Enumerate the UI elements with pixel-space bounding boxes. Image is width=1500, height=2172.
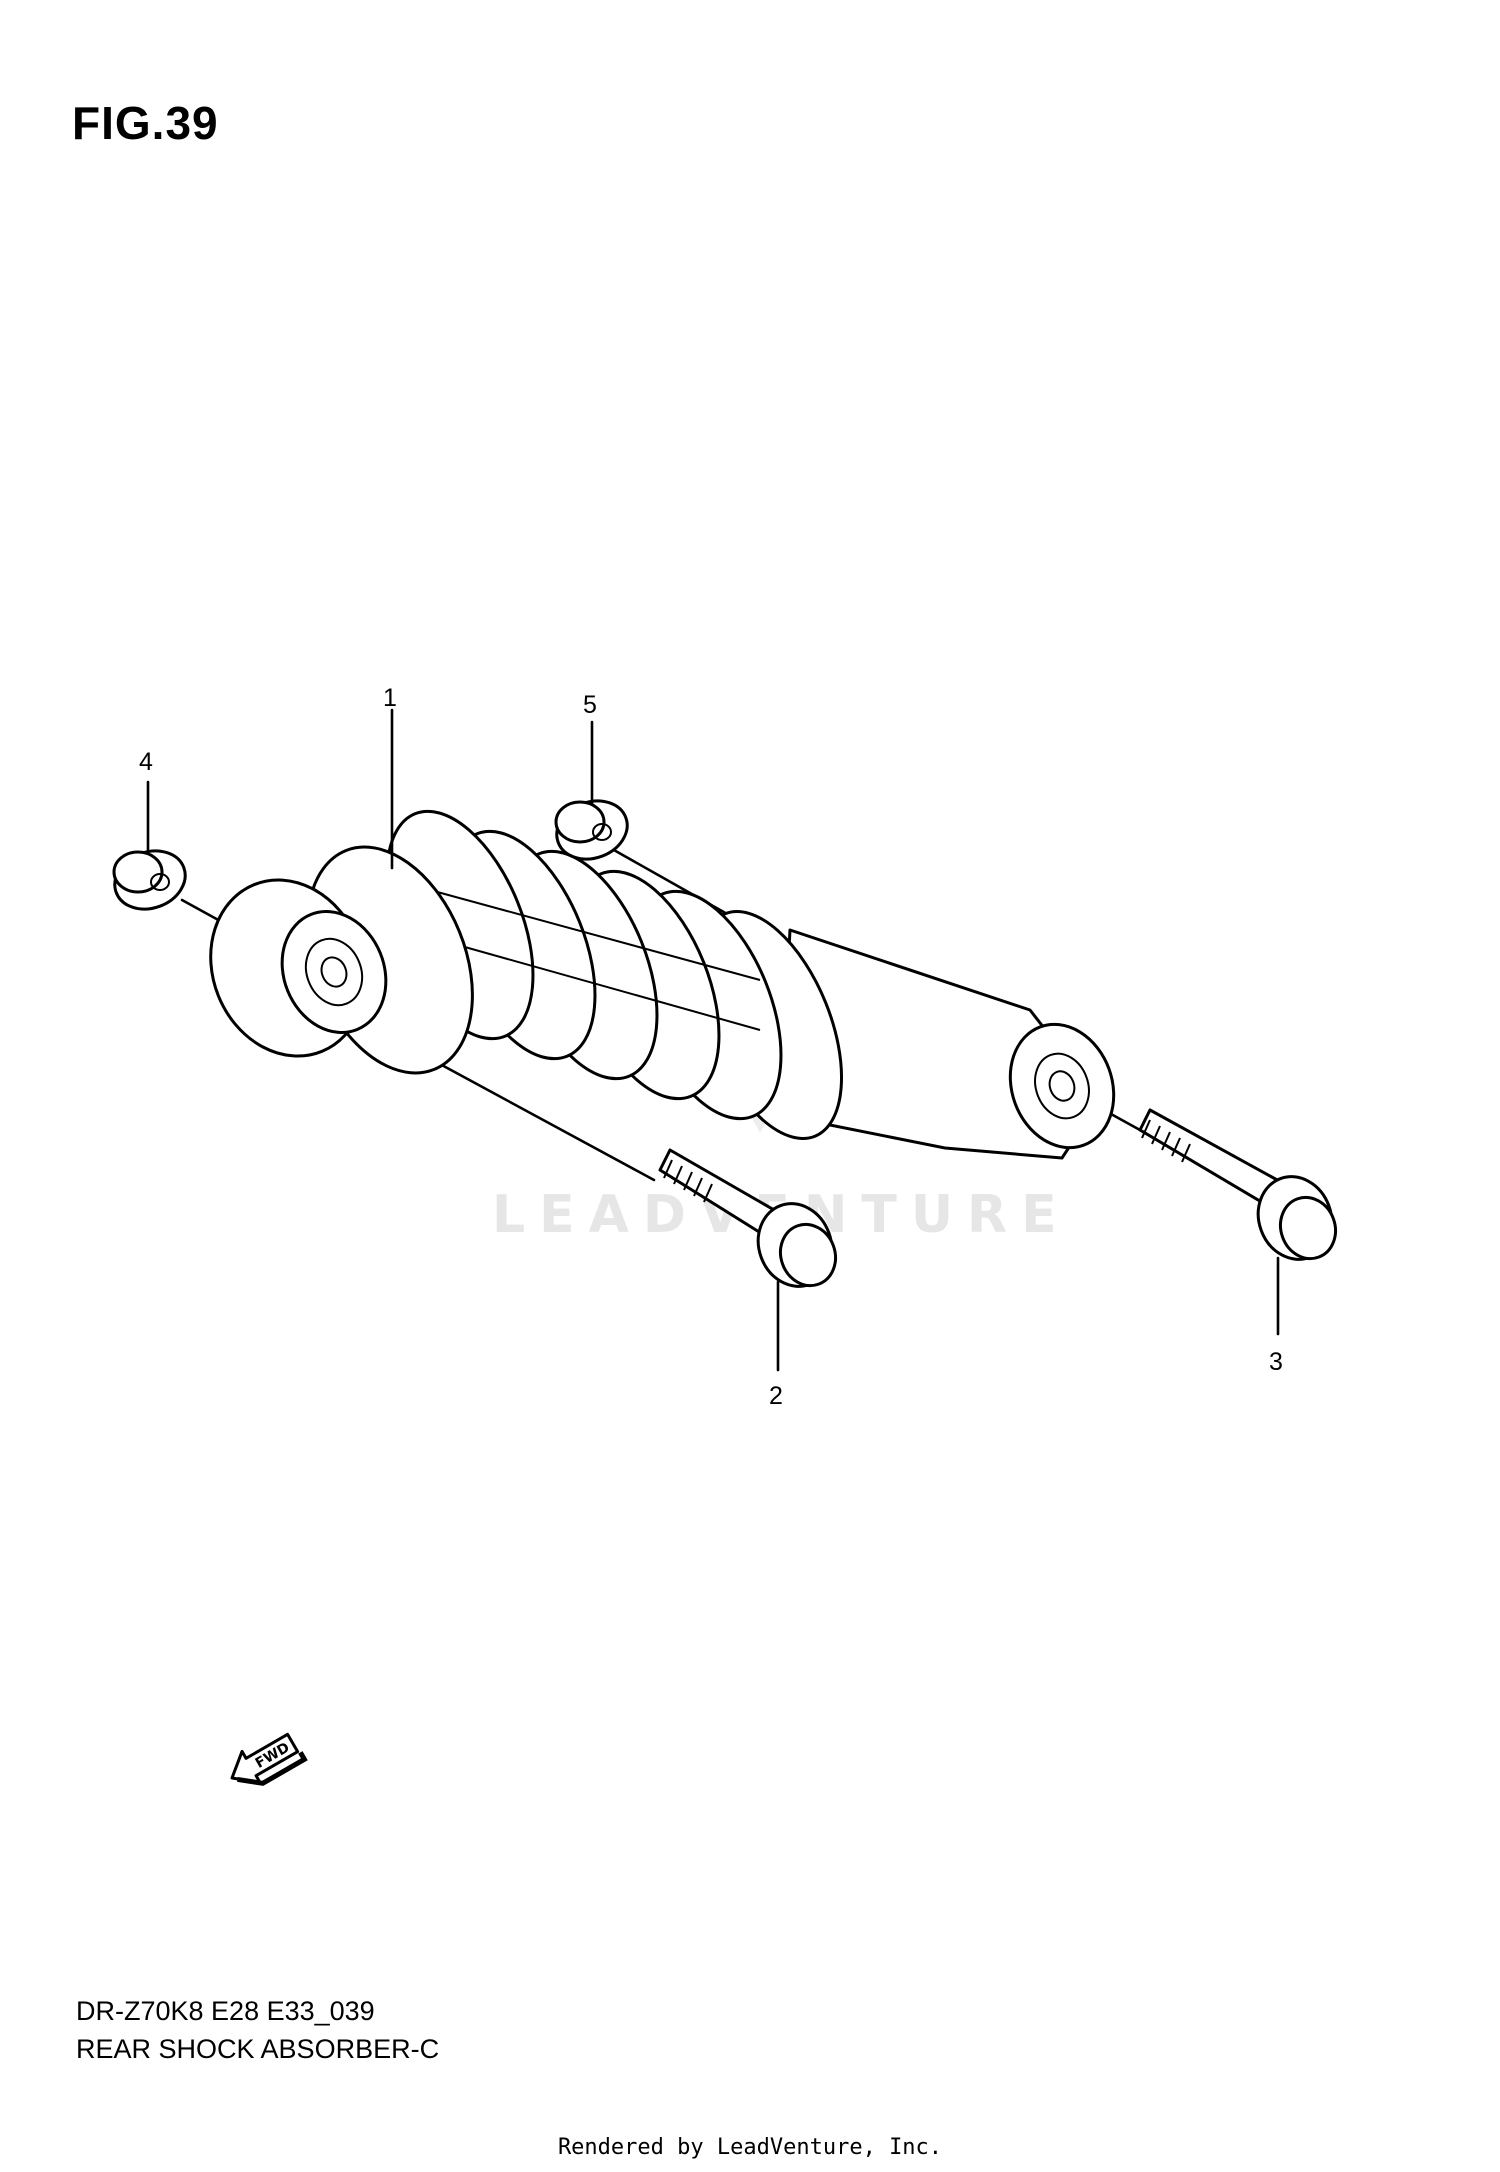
- flange-nut-4: [112, 849, 187, 911]
- callout-1: 1: [383, 684, 397, 870]
- callout-4: 4: [139, 748, 153, 854]
- callout-2: 2: [769, 1280, 783, 1410]
- figure-title: FIG.39: [72, 97, 219, 149]
- flange-nut-5: [554, 799, 629, 861]
- callout-label-2: 2: [769, 1382, 783, 1410]
- callout-label-4: 4: [139, 748, 153, 776]
- rear-shock-absorber: [209, 809, 1116, 1160]
- callout-label-5: 5: [583, 691, 597, 719]
- leader-nut4-to-eye: [180, 898, 224, 924]
- section-name: REAR SHOCK ABSORBER-C: [76, 2034, 440, 2064]
- fwd-direction-marker: FWD: [230, 1732, 308, 1786]
- bolt-2: [658, 1148, 837, 1288]
- model-code: DR-Z70K8 E28 E33_039: [76, 1996, 375, 2026]
- rendered-by-credit: Rendered by LeadVenture, Inc.: [557, 2135, 943, 2160]
- callout-label-1: 1: [383, 684, 397, 712]
- callout-label-3: 3: [1269, 1348, 1283, 1376]
- callout-5: 5: [583, 691, 597, 806]
- callout-3: 3: [1269, 1256, 1283, 1376]
- bolt-3: [1138, 1108, 1337, 1261]
